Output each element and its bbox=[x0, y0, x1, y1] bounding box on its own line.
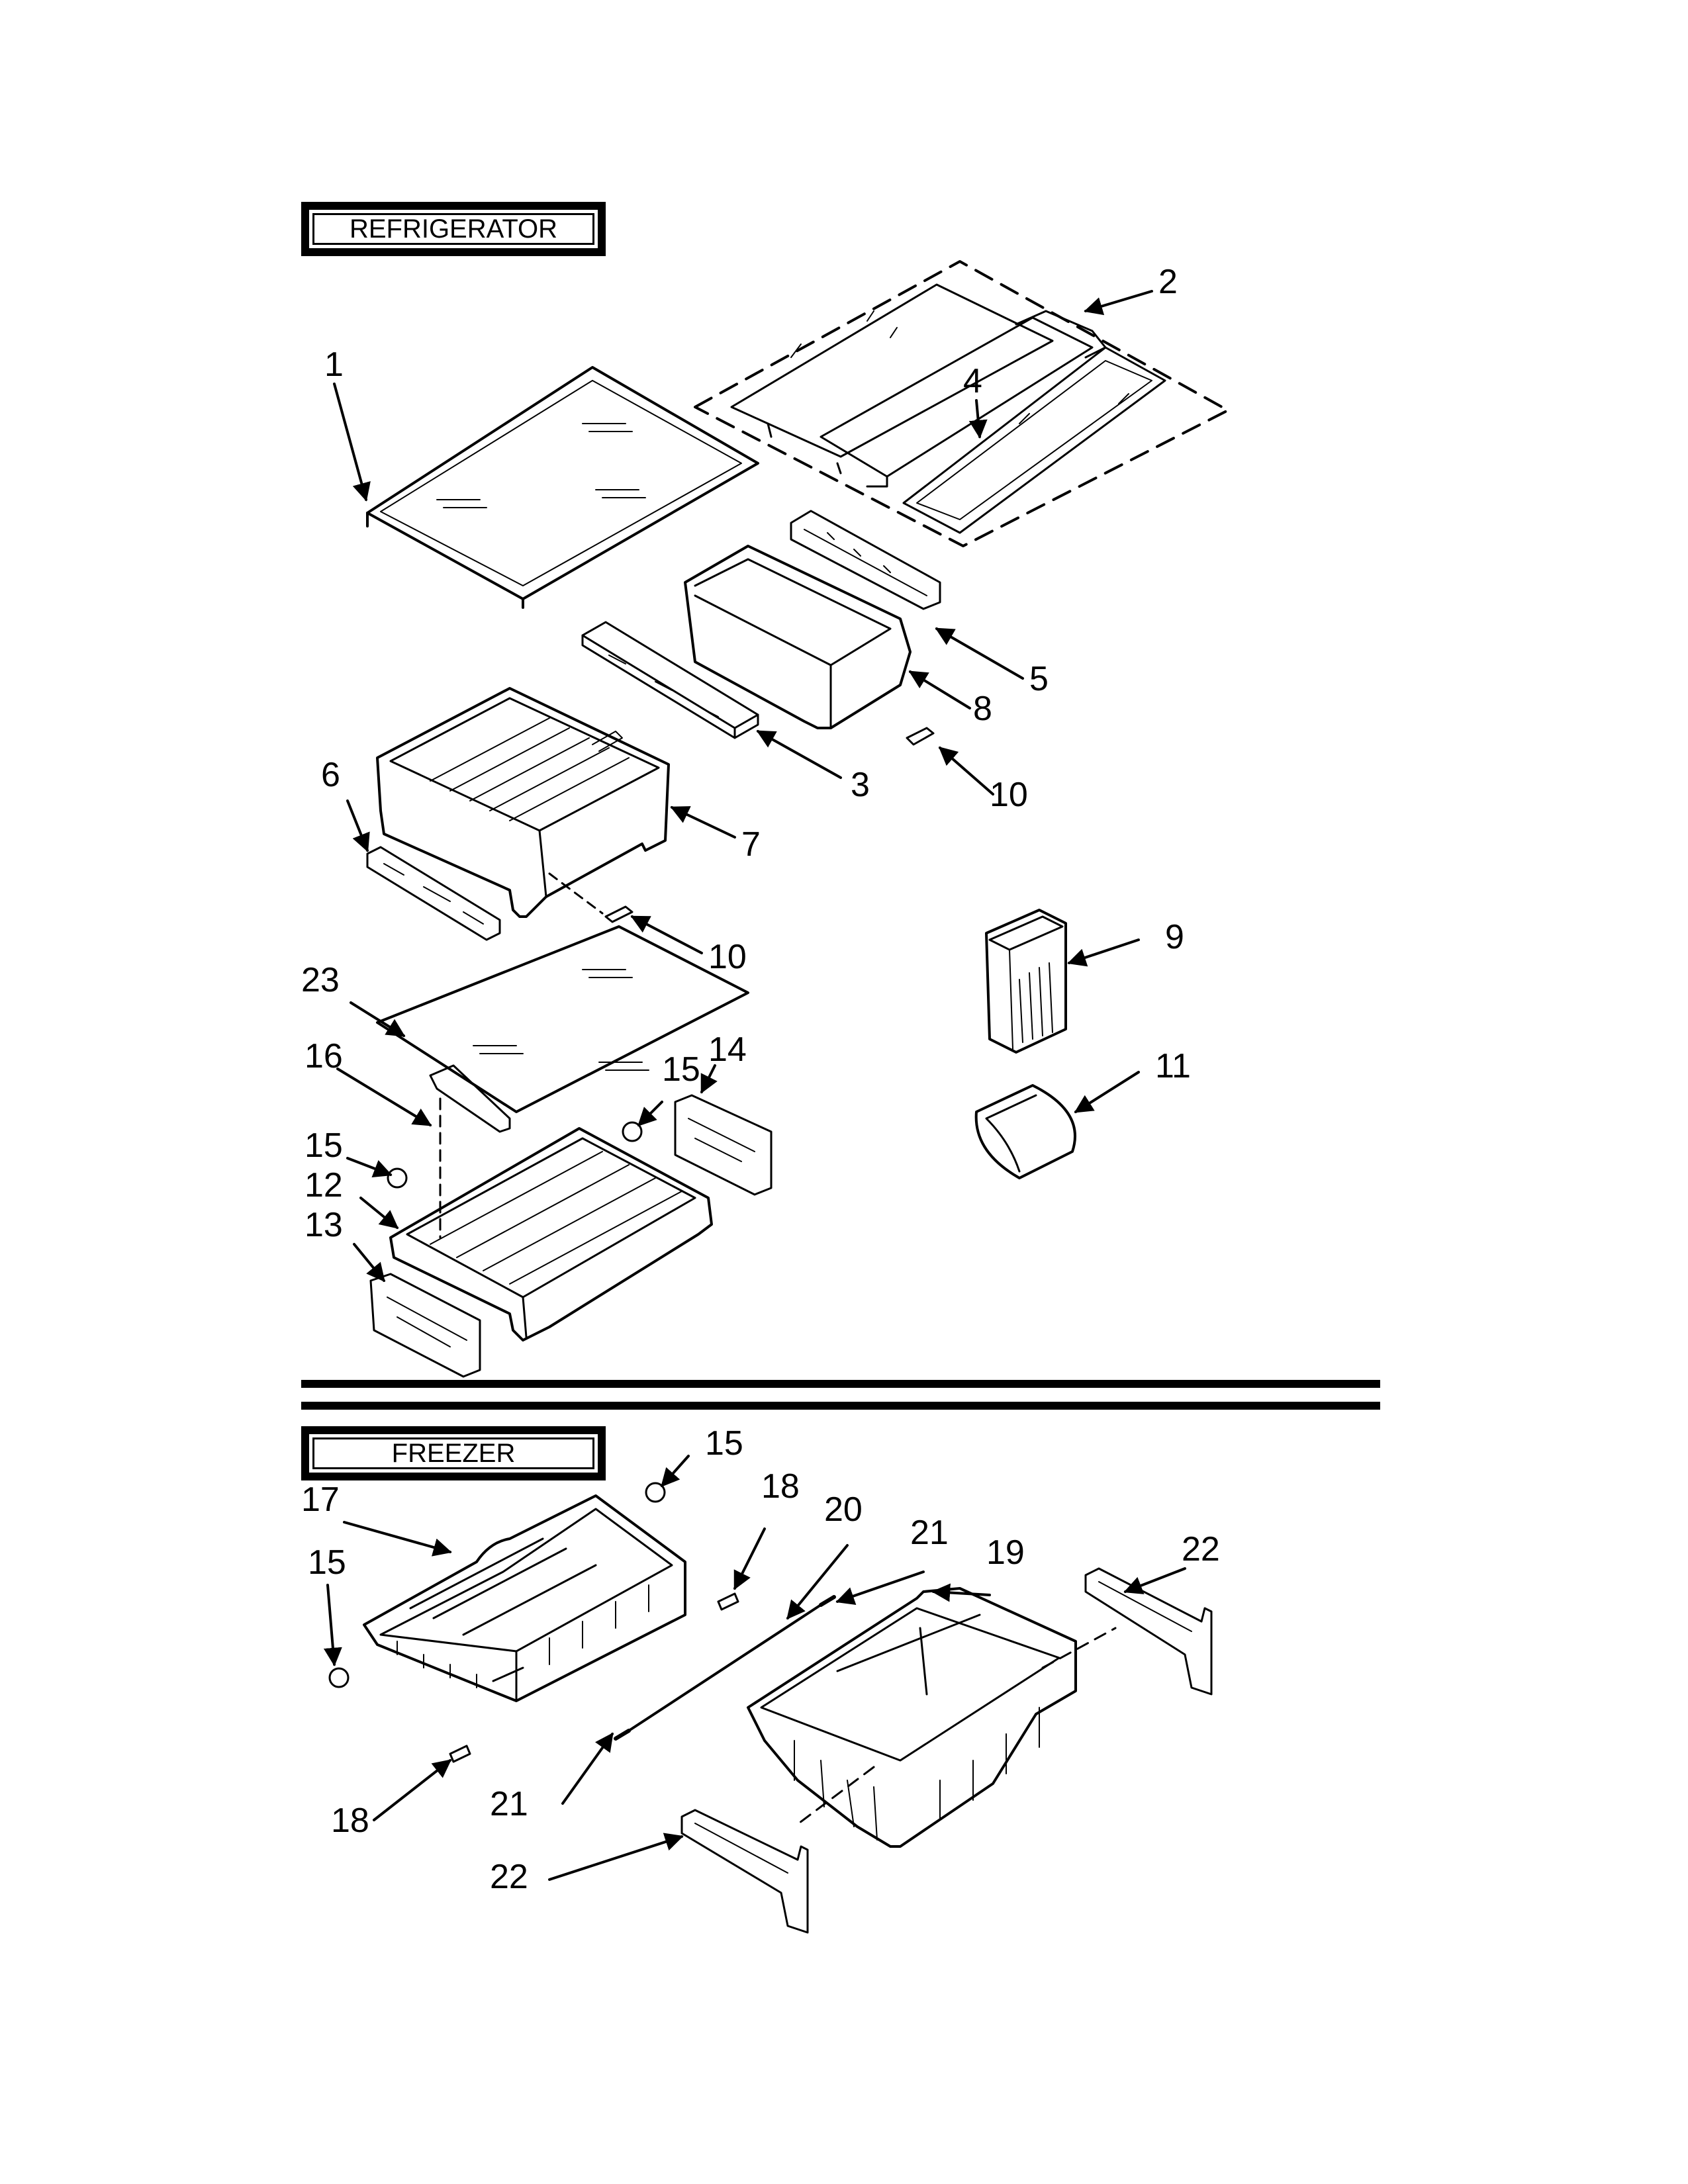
callout-13: 13 bbox=[305, 1206, 343, 1244]
callout-10-lower: 10 bbox=[708, 938, 747, 976]
part-20-rod bbox=[614, 1595, 836, 1741]
callout-8: 8 bbox=[973, 690, 992, 728]
part-16-clip bbox=[429, 1064, 511, 1133]
callout-6: 6 bbox=[321, 756, 340, 794]
callout-10-upper: 10 bbox=[990, 776, 1028, 814]
callout-1: 1 bbox=[324, 345, 344, 384]
part-5-rail bbox=[790, 510, 941, 610]
callout-17: 17 bbox=[301, 1480, 340, 1519]
callout-5: 5 bbox=[1029, 660, 1049, 698]
callout-9: 9 bbox=[1165, 918, 1184, 956]
callout-11: 11 bbox=[1155, 1047, 1191, 1085]
callout-16: 16 bbox=[305, 1037, 343, 1075]
callout-15-freezer-top: 15 bbox=[705, 1424, 743, 1463]
callout-19: 19 bbox=[986, 1533, 1025, 1572]
part-1-glass-shelf bbox=[366, 366, 759, 609]
part-6-slide-rail bbox=[366, 846, 501, 941]
callout-14: 14 bbox=[708, 1030, 747, 1069]
section-divider-top bbox=[301, 1380, 1380, 1388]
callout-18-lower: 18 bbox=[331, 1801, 369, 1840]
callout-20: 20 bbox=[824, 1490, 863, 1529]
part-12-pan-drawer bbox=[389, 1064, 713, 1342]
part-11-cover bbox=[974, 1084, 1076, 1179]
callout-21-upper: 21 bbox=[910, 1514, 949, 1552]
callout-15-freezer-left: 15 bbox=[308, 1543, 346, 1582]
part-3-cover bbox=[581, 621, 759, 739]
part-17-basket bbox=[363, 1494, 686, 1702]
callout-3: 3 bbox=[851, 766, 870, 804]
part-10-clip-upper bbox=[906, 727, 935, 746]
part-4-shelf-glass bbox=[902, 346, 1166, 534]
callout-15-right: 15 bbox=[662, 1050, 700, 1089]
callout-7: 7 bbox=[741, 825, 761, 864]
part-10-clip-lower bbox=[604, 905, 633, 923]
part-13-end-cap bbox=[369, 1273, 481, 1378]
part-8-small-crisper bbox=[684, 545, 912, 729]
callout-2: 2 bbox=[1158, 263, 1178, 301]
callout-21-lower: 21 bbox=[490, 1785, 528, 1823]
part-22-slide-upper bbox=[1084, 1567, 1213, 1696]
part-15-roller-freezer bbox=[328, 1482, 666, 1688]
part-9-filter bbox=[985, 909, 1067, 1054]
callout-15-left: 15 bbox=[305, 1126, 343, 1165]
callout-22-lower: 22 bbox=[490, 1858, 528, 1896]
part-14-end-cap bbox=[674, 1094, 773, 1196]
callout-12: 12 bbox=[305, 1166, 343, 1205]
callout-22-upper: 22 bbox=[1182, 1530, 1220, 1569]
part-2-split-shelf-assembly bbox=[694, 260, 1229, 547]
part-18-stud bbox=[449, 1592, 739, 1763]
callout-4: 4 bbox=[963, 362, 982, 400]
freezer-section-label: FREEZER bbox=[301, 1426, 606, 1480]
leader-lines bbox=[323, 290, 1186, 1881]
part-7-large-crisper bbox=[376, 687, 670, 918]
part-19-lower-basket bbox=[747, 1587, 1117, 1848]
callout-23: 23 bbox=[301, 961, 340, 999]
refrigerator-section-label: REFRIGERATOR bbox=[301, 202, 606, 256]
part-15-roller-refrigerator bbox=[387, 1121, 643, 1189]
part-22-slide-lower bbox=[680, 1809, 809, 1934]
callout-18-upper: 18 bbox=[761, 1467, 800, 1506]
section-divider-bottom bbox=[301, 1402, 1380, 1410]
